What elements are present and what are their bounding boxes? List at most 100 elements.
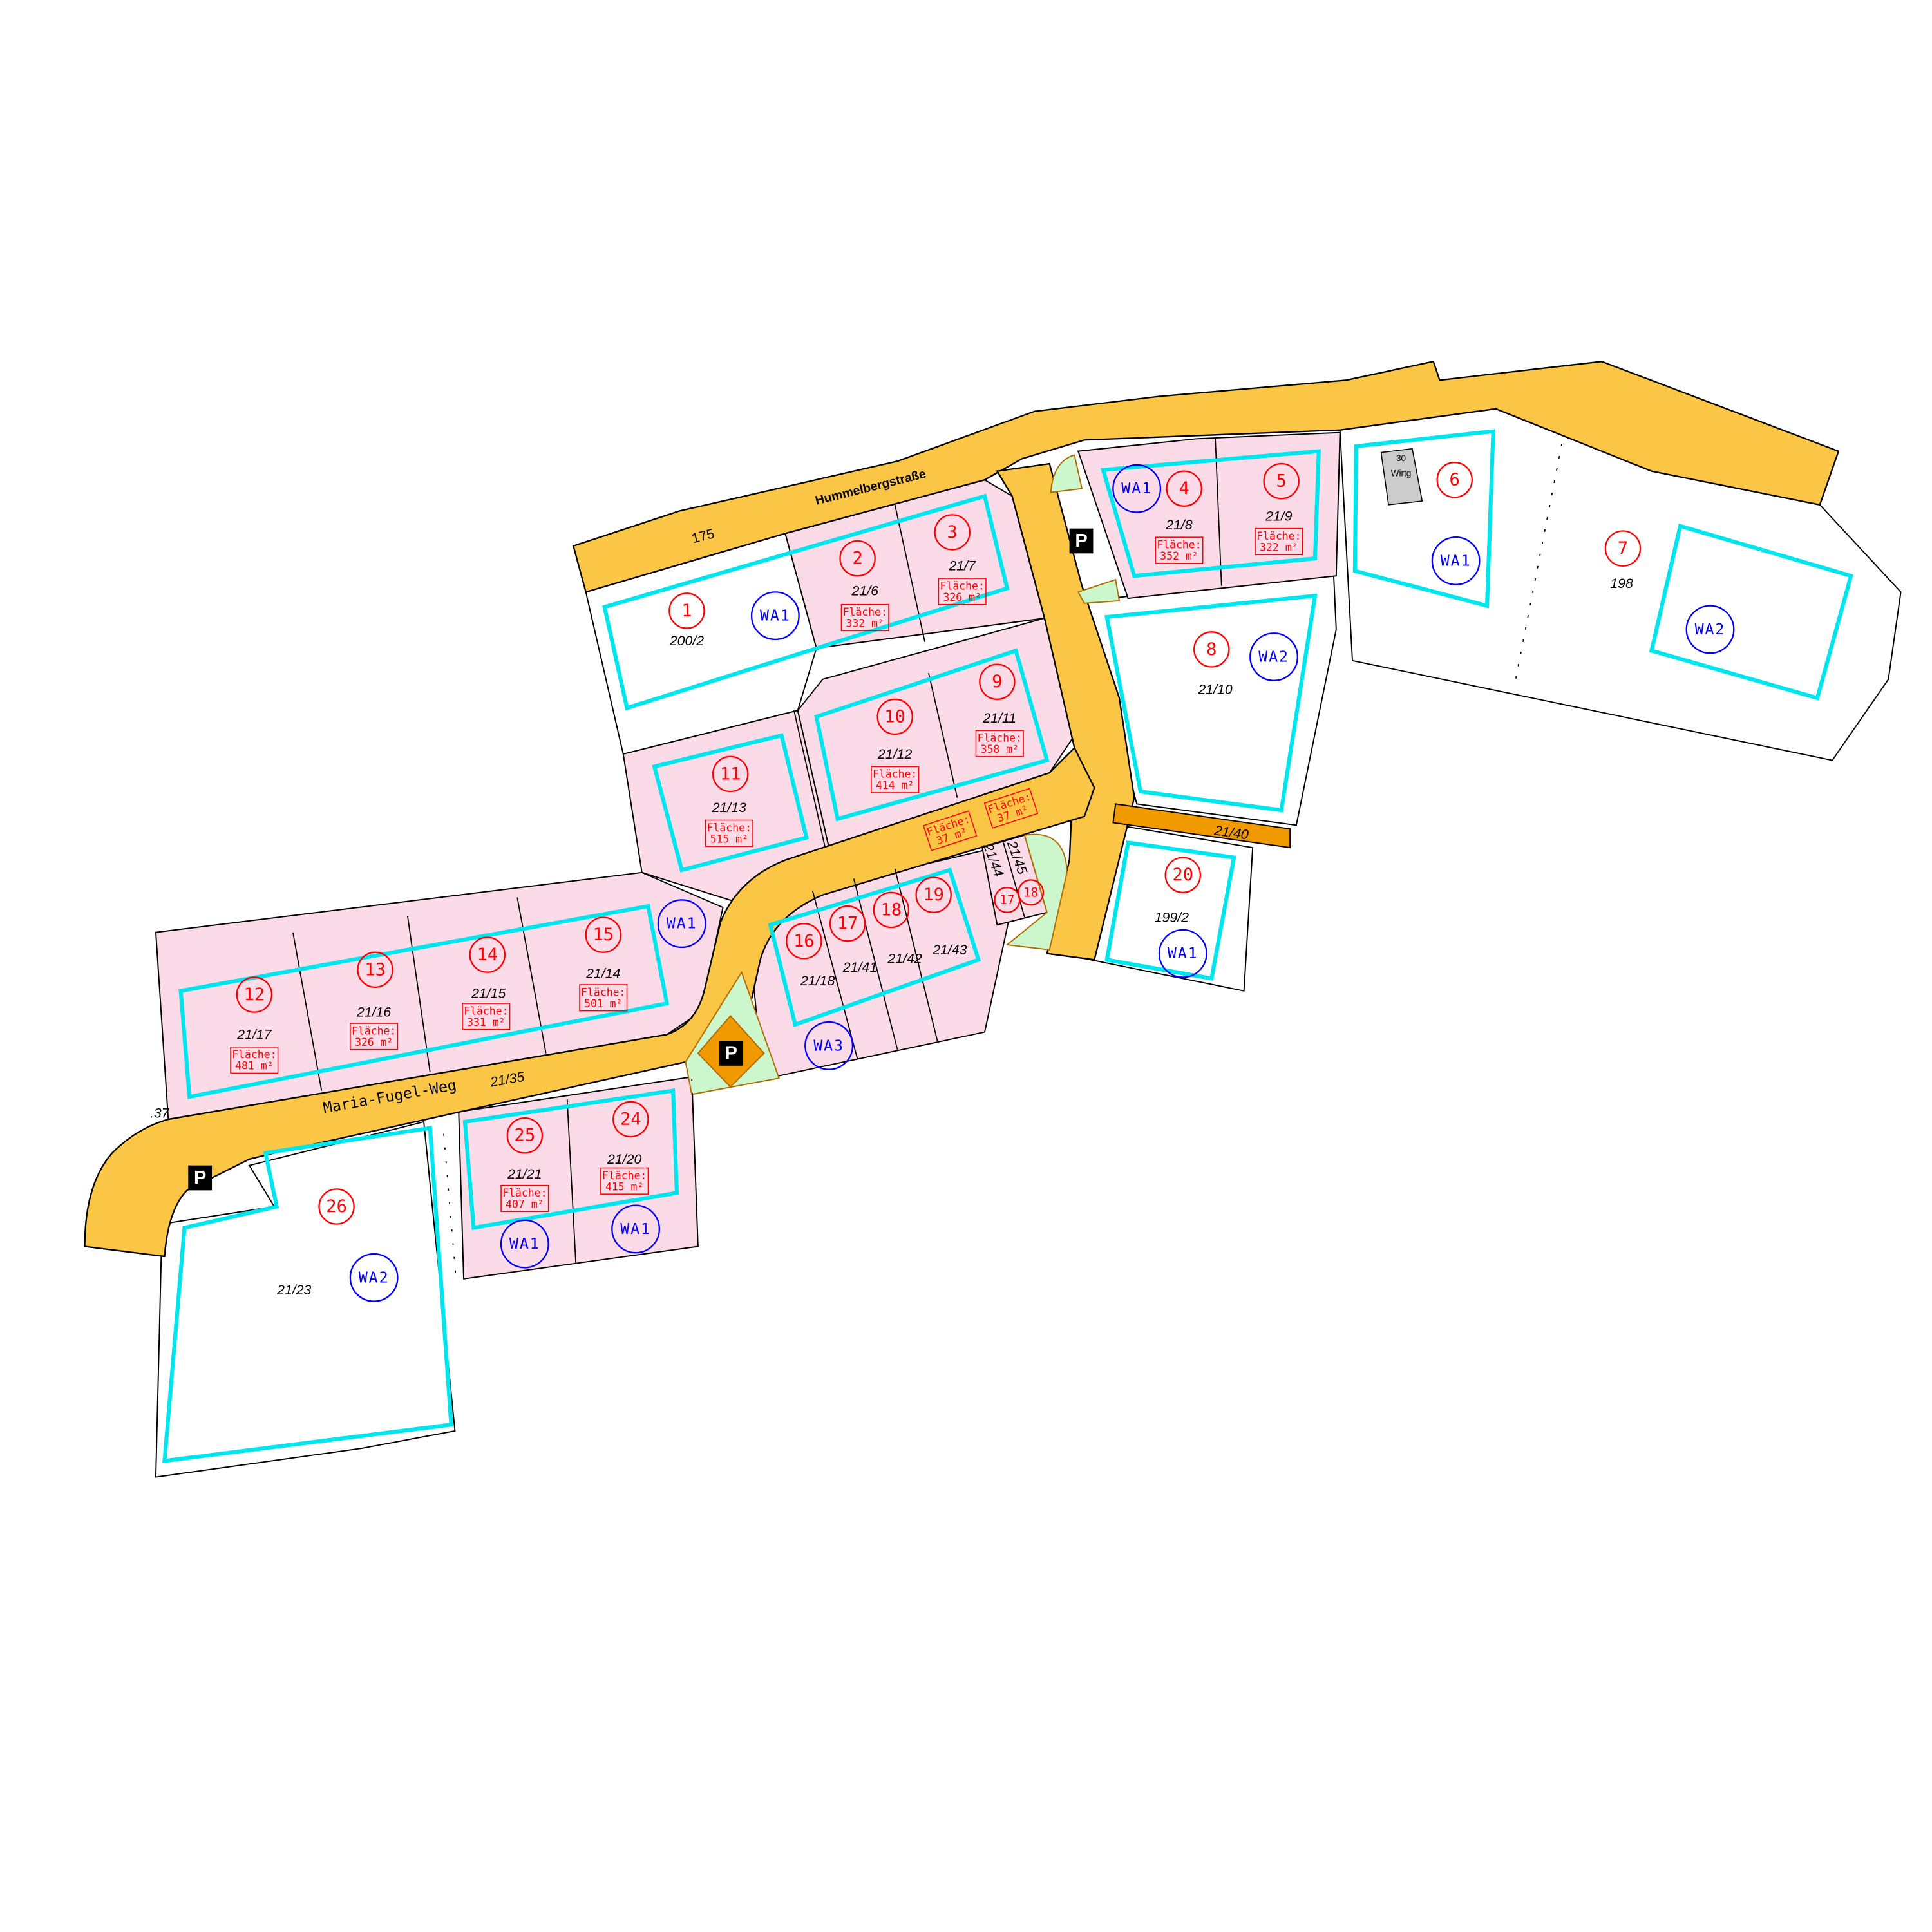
area-value: 332 m² [846,618,884,630]
building-envelope [814,648,1050,822]
lot-number: 24 [620,1110,641,1130]
area-label: Fläche: [232,1048,276,1061]
building-envelope [178,904,670,1099]
parcel-number: 21/16 [356,1005,391,1020]
area-box: Fläche:407 m² [500,1184,549,1213]
zone-wa2: WA2 [349,1253,399,1302]
lot-number-circle [469,936,506,973]
area-box: Fläche:501 m² [579,984,628,1012]
svg-text:WA1: WA1 [1441,552,1472,569]
lot-number-circle [839,540,876,577]
area-box: Fläche:322 m² [1255,527,1303,556]
lot-number: 2 [852,549,862,569]
area-box: Fläche:332 m² [840,603,889,632]
building-envelope [462,1088,679,1231]
parcel-number: 198 [1610,576,1633,591]
lot-number-circle [1018,879,1045,906]
roads [84,360,1840,1258]
area-box: Fläche:515 m² [705,819,753,847]
zone-wa1: WA1 [750,591,800,641]
svg-text:WA1: WA1 [620,1220,651,1238]
lot-6: 6 [1436,461,1473,498]
svg-text:P: P [194,1168,206,1188]
area-box: Fläche:326 m² [350,1023,399,1050]
parcel-number: 200/2 [669,633,704,649]
parcel-number: 21/13 [712,800,746,815]
hummelbergstrasse-road [572,360,1840,593]
lot-number-circle [612,1101,649,1138]
area-value: 481 m² [235,1060,273,1072]
area-value: 501 m² [584,998,622,1010]
parking-sign-1: P [1069,528,1094,554]
lot-number-circle [585,916,622,953]
area-box: Fläche:37 m² [983,788,1039,829]
strip-21-40 [1112,803,1291,849]
building-envelope [1649,523,1853,701]
svg-text:WA2: WA2 [1258,649,1289,666]
svg-text:WA1: WA1 [509,1235,540,1253]
lot-number-circle [1166,470,1202,507]
area-box: Fläche:481 m² [230,1046,279,1074]
lot-number-circle [1263,462,1300,500]
area-label: Fläche: [873,768,917,781]
lot-number: 1 [681,601,692,621]
lot-number-circle [829,905,866,942]
lot-number-circle [1164,857,1202,893]
building-envelope [602,493,1010,711]
building-envelopes [162,429,1853,1463]
green-area-curve [1005,833,1068,951]
parcel-number: 21/21 [507,1166,542,1182]
lot-number-circle [318,1188,355,1225]
lot-number-circle [1193,631,1230,668]
green-area-lower [1077,578,1121,604]
lot-number-circle [786,923,822,960]
parcel-number: 21/41 [842,960,877,975]
lot-1: 1 200/2 [668,592,705,649]
lot-number: 25 [515,1126,536,1146]
area-value: 358 m² [981,743,1019,755]
building-envelope [162,1126,453,1463]
area-value: 326 m² [943,591,981,603]
area-label: Fläche: [1256,530,1301,542]
lot-number: 17 [999,893,1014,907]
svg-text:WA2: WA2 [359,1269,390,1286]
building-envelope [1104,840,1236,981]
parcel-number: 21/7 [948,558,976,574]
area-label: Fläche: [843,606,887,618]
lot-number-circle [236,976,273,1013]
lot-number: 11 [720,764,741,784]
area-label: Fläche: [464,1005,508,1017]
area-box: Fläche:414 m² [871,766,920,793]
lot-number-circle [934,514,971,551]
svg-text:P: P [724,1043,737,1063]
parcel-number: 21/43 [932,942,967,958]
lot-number: 8 [1206,639,1217,659]
lot-number: 12 [244,985,265,1005]
lot-number: 17 [837,914,858,934]
lot-number: 9 [992,672,1002,692]
parcel-number: 21/14 [585,966,620,981]
building-envelope [652,733,809,873]
area-label: Fläche: [978,732,1022,744]
lot-number-circle [979,663,1016,700]
lot-number-circle [1604,530,1642,567]
vertical-road [996,462,1135,961]
area-box: Fläche:326 m² [938,578,987,605]
area-value: 331 m² [467,1016,505,1028]
svg-text:WA1: WA1 [667,915,697,933]
area-label: Fläche: [707,822,752,834]
parcel-4-5 [1077,431,1341,600]
lot-number: 15 [592,925,614,945]
parcel-number: 199/2 [1155,910,1189,925]
